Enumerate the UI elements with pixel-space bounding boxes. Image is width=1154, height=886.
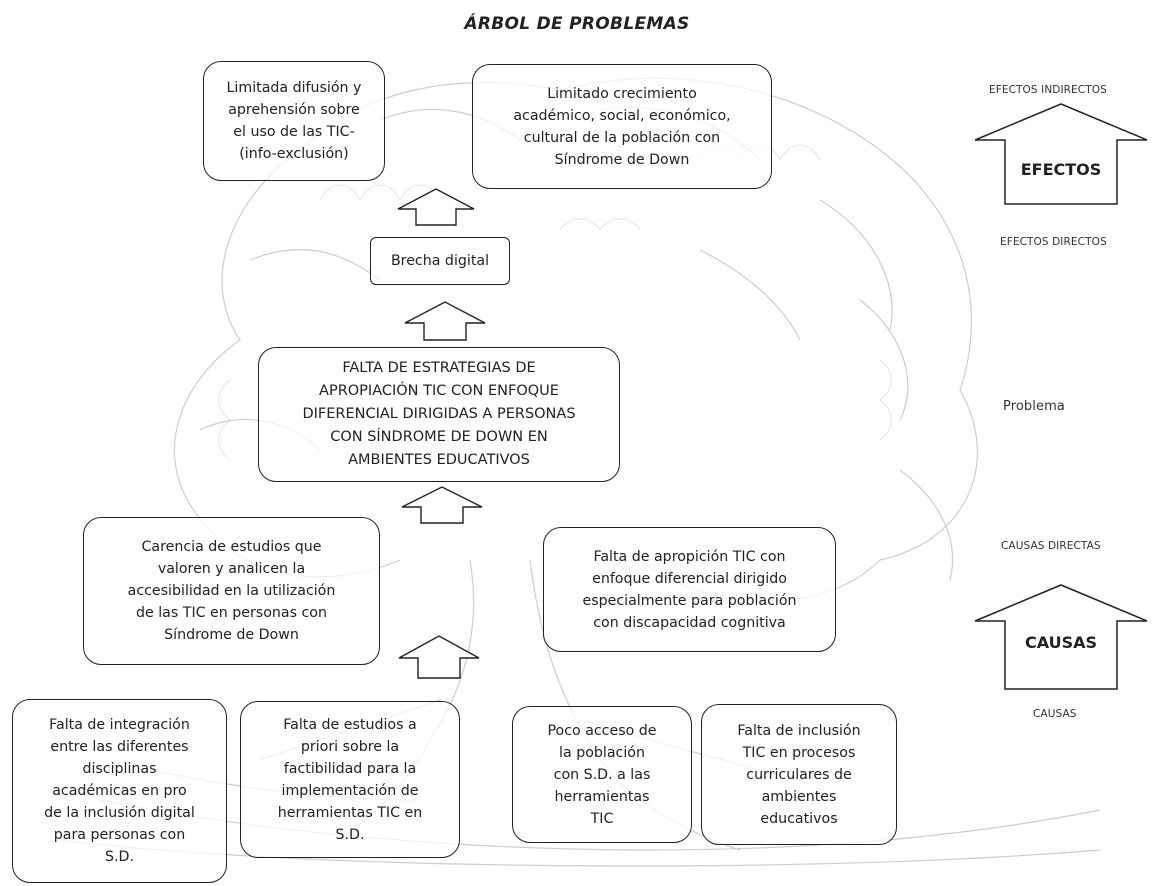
indirect-effect-box-2: Limitado crecimiento académico, social, … — [472, 64, 772, 189]
indirect-effect-box-1: Limitada difusión y aprehensión sobre el… — [203, 61, 385, 181]
arrow-up-icon — [401, 486, 483, 524]
root-cause-box-2: Falta de estudios a priori sobre la fact… — [240, 701, 460, 858]
arrow-up-icon — [404, 301, 486, 341]
arrow-up-icon — [398, 635, 480, 679]
efectos-arrow-icon — [974, 103, 1148, 205]
direct-cause-box-1: Carencia de estudios que valoren y anali… — [83, 517, 380, 665]
legend-causas-directas: CAUSAS DIRECTAS — [1001, 540, 1101, 552]
root-cause-box-3: Poco acceso de la población con S.D. a l… — [512, 706, 692, 843]
legend-causas: CAUSAS — [1033, 708, 1077, 720]
efectos-label: EFECTOS — [1020, 160, 1102, 179]
page-title: ÁRBOL DE PROBLEMAS — [464, 14, 690, 34]
root-cause-box-1: Falta de integración entre las diferente… — [12, 699, 227, 883]
causas-arrow-icon — [974, 584, 1148, 690]
arrow-up-icon — [397, 188, 475, 226]
legend-efectos-indirectos: EFECTOS INDIRECTOS — [989, 84, 1107, 96]
direct-effect-box: Brecha digital — [370, 237, 510, 285]
direct-cause-box-2: Falta de apropición TIC con enfoque dife… — [543, 527, 836, 652]
legend-efectos-directos: EFECTOS DIRECTOS — [1000, 236, 1107, 248]
root-cause-box-4: Falta de inclusión TIC en procesos curri… — [701, 704, 897, 845]
central-problem-box: FALTA DE ESTRATEGIAS DE APROPIACIÓN TIC … — [258, 347, 620, 482]
legend-problema: Problema — [1003, 399, 1065, 414]
causas-label: CAUSAS — [1024, 633, 1098, 652]
